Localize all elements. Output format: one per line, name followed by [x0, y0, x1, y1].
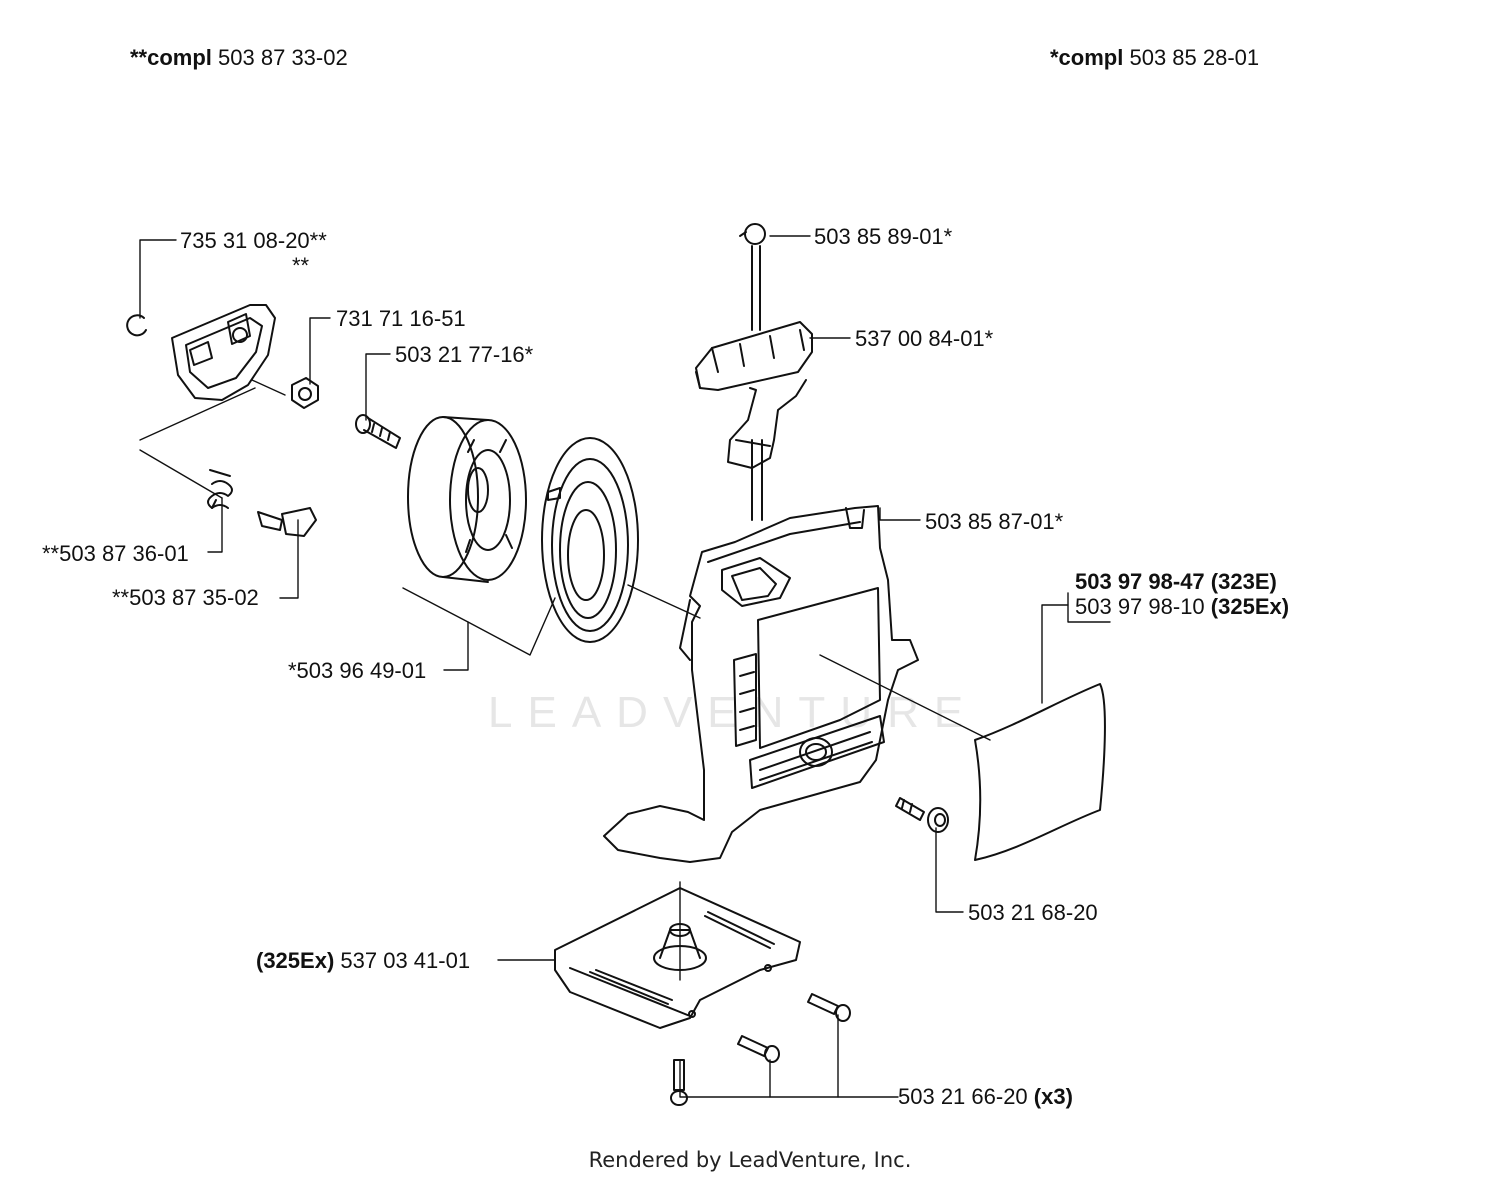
plate-bolts-part: 503 21 66-20: [898, 1084, 1028, 1109]
right-assembly-label: *compl 503 85 28-01: [1050, 46, 1259, 70]
bolt-icon: [355, 414, 401, 449]
callout-decal-325ex[interactable]: 503 97 98-10 (325Ex): [1075, 595, 1289, 619]
recoil-spring-icon: [541, 437, 639, 643]
left-assembly-label: **compl 503 87 33-02: [130, 46, 348, 70]
callout-circlip[interactable]: 735 31 08-20**: [180, 228, 327, 253]
pawl-icon: [257, 507, 317, 537]
callout-nut[interactable]: 731 71 16-51: [336, 306, 466, 331]
spring-icon: [207, 469, 233, 509]
right-assembly-part: 503 85 28-01: [1129, 45, 1260, 70]
callout-housing-bolt[interactable]: 503 21 68-20: [968, 900, 1098, 925]
callout-spring[interactable]: **503 87 36-01: [42, 541, 189, 566]
callout-rope[interactable]: 503 85 89-01*: [814, 224, 953, 249]
callout-plate-bolts[interactable]: 503 21 66-20 (x3): [898, 1085, 1073, 1109]
guard-plate-part: 537 03 41-01: [340, 948, 471, 973]
callout-decal-323e[interactable]: 503 97 98-47 (323E): [1075, 569, 1277, 594]
callout-guard-plate[interactable]: (325Ex) 537 03 41-01: [256, 949, 470, 973]
callout-handle[interactable]: 537 00 84-01*: [855, 326, 994, 351]
nut-icon: [291, 377, 319, 409]
right-assembly-prefix: *compl: [1050, 45, 1124, 70]
decal-325ex-part: 503 97 98-10: [1075, 594, 1205, 619]
guard-plate-icon: [554, 887, 801, 1029]
bolt-icon: [737, 1035, 780, 1063]
rope-pulley-icon: [407, 416, 527, 583]
starter-handle-icon: [695, 223, 813, 521]
decal-325ex-model: (325Ex): [1210, 594, 1290, 619]
left-assembly-prefix: **compl: [130, 45, 212, 70]
decal-icon: [974, 683, 1106, 861]
leader-lines: [139, 235, 1111, 1098]
bolt-icon: [807, 993, 851, 1022]
bolt-icon: [670, 1059, 688, 1106]
circlip-icon: [126, 314, 147, 337]
footer-credit: Rendered by LeadVenture, Inc.: [588, 1148, 912, 1172]
callout-pulley-bolt[interactable]: 503 21 77-16*: [395, 342, 534, 367]
starter-pawl-cover-icon: [171, 304, 276, 401]
watermark: LEADVENTURE: [488, 688, 979, 737]
bolt-icon: [895, 797, 949, 833]
callout-housing[interactable]: 503 85 87-01*: [925, 509, 1064, 534]
callout-assembly-marker: **: [292, 253, 310, 278]
starter-housing-icon: [603, 505, 919, 863]
plate-bolts-qty: (x3): [1033, 1084, 1073, 1109]
callout-pawl[interactable]: **503 87 35-02: [112, 585, 259, 610]
left-assembly-part: 503 87 33-02: [218, 45, 348, 70]
callout-pulley-assembly[interactable]: *503 96 49-01: [288, 658, 427, 683]
guard-plate-model: (325Ex): [256, 948, 335, 973]
